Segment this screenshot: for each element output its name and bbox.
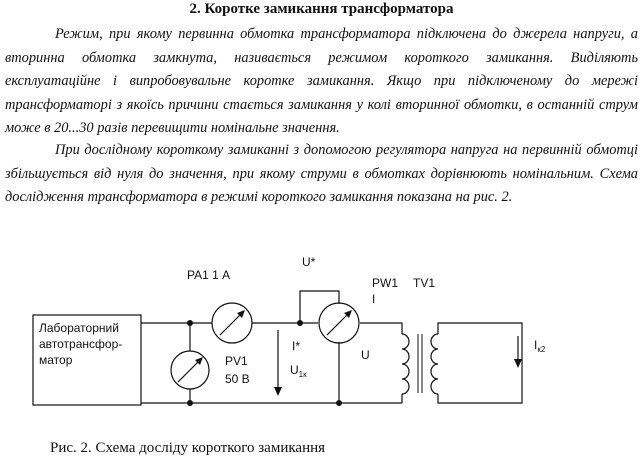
- voltmeter-label: PV1: [225, 354, 248, 368]
- junction-dot: [187, 320, 193, 326]
- secondary-short: [437, 322, 523, 404]
- paragraph-2: При дослідному короткому замиканні з доп…: [5, 139, 638, 210]
- ik2-arrow-head: [514, 359, 522, 368]
- autotransformer-box: [32, 314, 142, 406]
- circuit-diagram: Лабораторний автотрансфор- матор PA1 1 А…: [32, 255, 546, 406]
- u-label: U: [361, 348, 370, 362]
- wattmeter-needle: [326, 311, 351, 336]
- transformer-label: TV1: [413, 276, 435, 290]
- autotransformer-label-2: автотрансфор-: [39, 337, 122, 351]
- ammeter-label: PA1 1 А: [187, 268, 230, 282]
- ik2-label: Iк2: [534, 338, 546, 354]
- wattmeter-label: PW1: [372, 276, 398, 290]
- junction-dot: [187, 400, 193, 406]
- voltmeter-needle: [177, 358, 202, 383]
- u-star-label: U*: [302, 255, 316, 269]
- wattmeter-i-label: I: [372, 292, 375, 306]
- voltmeter-circle: [170, 350, 210, 390]
- wattmeter-voltage-loop: [299, 290, 340, 403]
- voltmeter-needle-tip: [195, 357, 203, 365]
- voltmeter-range: 50 В: [225, 372, 250, 386]
- section-heading: 2. Коротке замикання трансформатора: [189, 1, 454, 17]
- figure-caption: Рис. 2. Схема досліду короткого замиканн…: [50, 440, 326, 456]
- paragraph-2-text: При дослідному короткому замиканні з доп…: [5, 142, 638, 205]
- i-star-label: I*: [292, 339, 300, 353]
- autotransformer-label-3: матор: [39, 353, 73, 367]
- u1k-arrow-head: [274, 387, 282, 396]
- junction-dot: [336, 400, 342, 406]
- junction-dot: [297, 320, 303, 326]
- secondary-coil: [430, 333, 439, 395]
- paragraph-1: Режим, при якому первинна обмотка трансф…: [5, 23, 638, 141]
- ammeter-needle-tip: [237, 310, 245, 318]
- u1k-label: U1к: [290, 363, 307, 379]
- autotransformer-label-1: Лабораторний: [39, 321, 119, 335]
- paragraph-1-text: Режим, при якому первинна обмотка трансф…: [5, 26, 638, 136]
- ammeter-circle: [211, 302, 253, 344]
- wattmeter-needle-tip: [344, 310, 352, 318]
- wattmeter-circle: [318, 302, 360, 344]
- primary-coil: [401, 333, 410, 395]
- ammeter-needle: [219, 311, 244, 336]
